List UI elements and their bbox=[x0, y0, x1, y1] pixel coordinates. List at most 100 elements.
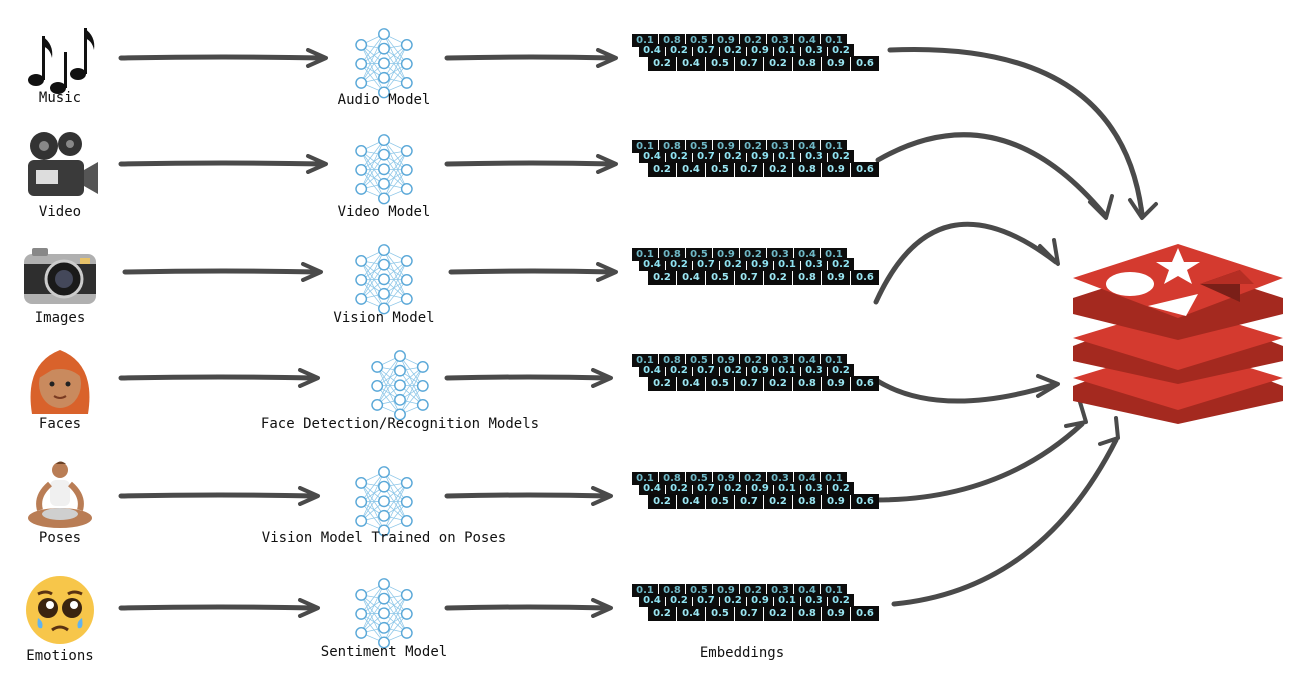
embedding-value: 0.1 bbox=[821, 248, 847, 261]
embedding-value: 0.8 bbox=[659, 34, 685, 47]
embedding-value: 0.2 bbox=[666, 258, 692, 271]
embedding-value: 0.3 bbox=[767, 584, 793, 597]
embedding-value: 0.9 bbox=[747, 258, 773, 271]
arrow-right-icon bbox=[444, 598, 615, 618]
embedding-value: 0.1 bbox=[632, 140, 658, 153]
embedding-value: 0.2 bbox=[666, 594, 692, 607]
embedding-value: 0.1 bbox=[632, 248, 658, 261]
embedding-value: 0.2 bbox=[720, 594, 746, 607]
embedding-value: 0.5 bbox=[706, 56, 734, 71]
embedding-value: 0.8 bbox=[659, 584, 685, 597]
embedding-value: 0.2 bbox=[764, 376, 792, 391]
embedding-value: 0.2 bbox=[740, 354, 766, 367]
embedding-value: 0.5 bbox=[686, 248, 712, 261]
embedding-value: 0.9 bbox=[713, 140, 739, 153]
embedding-value: 0.6 bbox=[851, 494, 879, 509]
arrowhead-icon bbox=[1038, 238, 1060, 266]
embedding-value: 0.9 bbox=[747, 594, 773, 607]
embedding-value: 0.2 bbox=[828, 482, 854, 495]
embedding-value: 0.2 bbox=[720, 364, 746, 377]
embedding-value: 0.7 bbox=[735, 606, 763, 621]
embedding-value: 0.9 bbox=[822, 494, 850, 509]
embedding-value: 0.2 bbox=[720, 150, 746, 163]
embedding-value: 0.2 bbox=[666, 150, 692, 163]
embedding-value: 0.3 bbox=[801, 364, 827, 377]
curved-arrow-video bbox=[875, 132, 1107, 217]
arrow-right-icon bbox=[444, 154, 620, 174]
embeddings-caption: Embeddings bbox=[699, 645, 785, 661]
source-label: Poses bbox=[38, 530, 82, 546]
embedding-value: 0.8 bbox=[793, 270, 821, 285]
embedding-value: 0.1 bbox=[774, 150, 800, 163]
arrowhead-icon bbox=[1128, 198, 1158, 220]
embedding-value: 0.9 bbox=[747, 150, 773, 163]
embedding-value: 0.2 bbox=[648, 270, 676, 285]
embedding-value: 0.7 bbox=[735, 162, 763, 177]
embedding-value: 0.1 bbox=[774, 594, 800, 607]
embedding-value: 0.6 bbox=[851, 162, 879, 177]
embedding-value: 0.2 bbox=[828, 258, 854, 271]
embedding-value: 0.1 bbox=[774, 364, 800, 377]
arrow-right-icon bbox=[118, 154, 330, 174]
embedding-value: 0.2 bbox=[720, 258, 746, 271]
model-label: Vision Model Trained on Poses bbox=[261, 530, 507, 546]
arrow-right-icon bbox=[444, 368, 615, 388]
embedding-value: 0.8 bbox=[793, 606, 821, 621]
arrowhead-icon bbox=[1064, 400, 1088, 428]
embedding-value: 0.6 bbox=[851, 606, 879, 621]
embedding-value: 0.1 bbox=[821, 472, 847, 485]
embedding-value: 0.5 bbox=[706, 376, 734, 391]
embedding-value: 0.3 bbox=[801, 482, 827, 495]
embedding-value: 0.9 bbox=[747, 482, 773, 495]
arrow-right-icon bbox=[444, 486, 615, 506]
embedding-value: 0.8 bbox=[793, 162, 821, 177]
embedding-value: 0.8 bbox=[793, 56, 821, 71]
embedding-value: 0.2 bbox=[666, 44, 692, 57]
embedding-value: 0.7 bbox=[693, 482, 719, 495]
arrow-right-icon bbox=[122, 262, 325, 282]
embedding-value: 0.5 bbox=[706, 494, 734, 509]
neural-network-icon bbox=[352, 240, 416, 316]
embedding-value: 0.4 bbox=[639, 594, 665, 607]
model-label: Video Model bbox=[337, 204, 431, 220]
curved-arrow-faces bbox=[873, 377, 1059, 404]
embedding-value: 0.4 bbox=[794, 472, 820, 485]
embedding-value: 0.8 bbox=[659, 472, 685, 485]
embedding-value: 0.4 bbox=[639, 150, 665, 163]
embedding-value: 0.4 bbox=[794, 584, 820, 597]
embedding-value: 0.1 bbox=[632, 584, 658, 597]
embedding-value: 0.5 bbox=[686, 140, 712, 153]
embedding-value: 0.8 bbox=[659, 140, 685, 153]
embedding-value: 0.9 bbox=[713, 34, 739, 47]
embedding-value: 0.1 bbox=[774, 258, 800, 271]
embedding-value: 0.2 bbox=[648, 376, 676, 391]
embedding-value: 0.2 bbox=[764, 494, 792, 509]
curved-arrow-poses bbox=[873, 421, 1085, 503]
embedding-value: 0.5 bbox=[686, 34, 712, 47]
embedding-value: 0.9 bbox=[822, 376, 850, 391]
redis-logo-icon bbox=[1073, 244, 1283, 424]
embedding-value: 0.9 bbox=[822, 162, 850, 177]
arrow-right-icon bbox=[118, 486, 322, 506]
embedding-value: 0.7 bbox=[693, 594, 719, 607]
embedding-value: 0.6 bbox=[851, 56, 879, 71]
embedding-value: 0.8 bbox=[659, 248, 685, 261]
embedding-value: 0.2 bbox=[648, 162, 676, 177]
model-label: Audio Model bbox=[337, 92, 431, 108]
embedding-value: 0.3 bbox=[767, 248, 793, 261]
embedding-value: 0.2 bbox=[828, 364, 854, 377]
neural-network-icon bbox=[352, 24, 416, 100]
embedding-value: 0.2 bbox=[764, 270, 792, 285]
